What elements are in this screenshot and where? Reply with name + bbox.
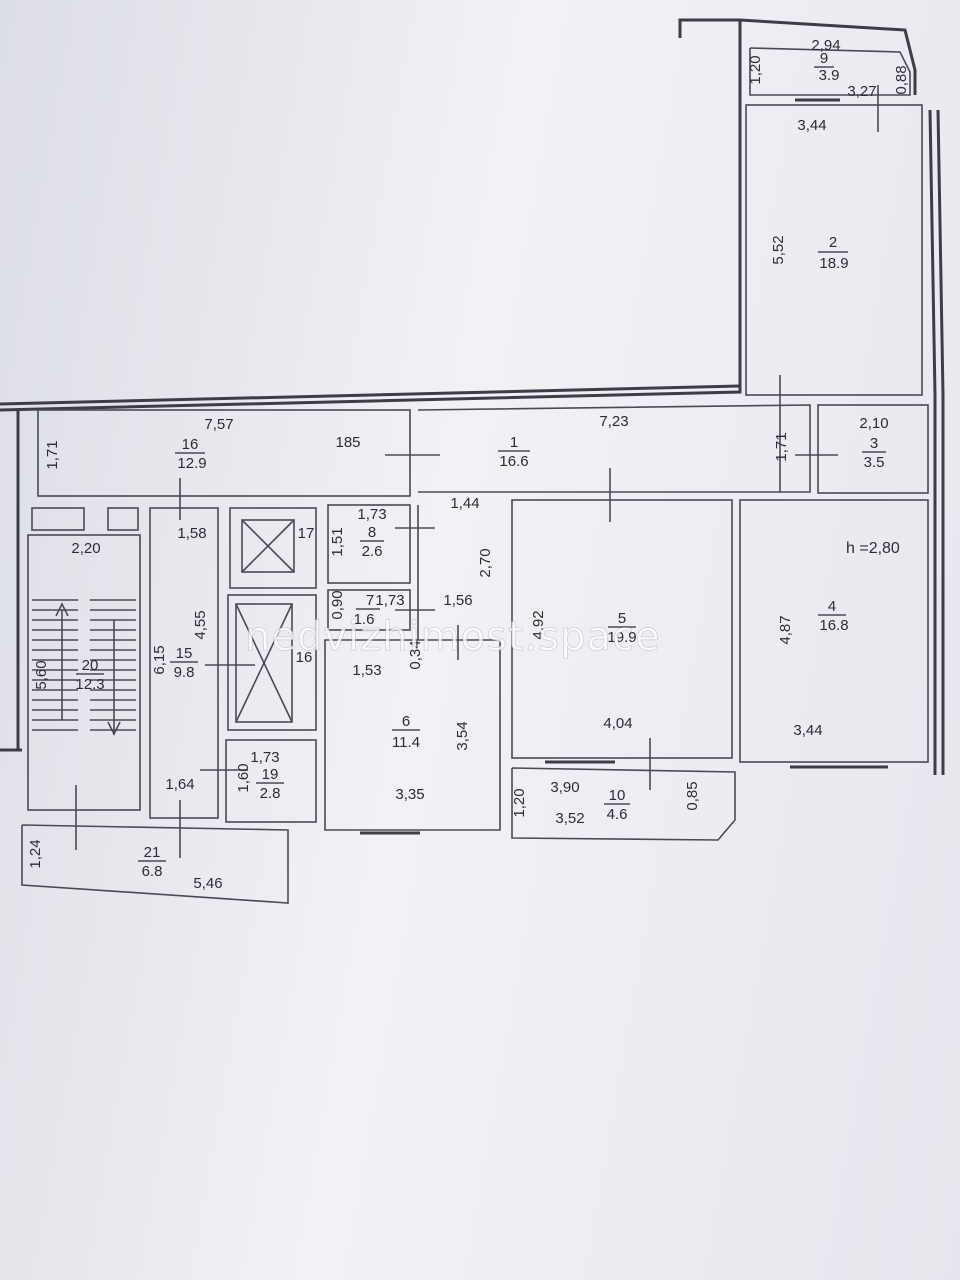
dimension: 3,44	[797, 117, 826, 134]
room-21-balcony	[21, 824, 289, 904]
room-6	[324, 505, 501, 831]
dimension: 1,56	[443, 592, 472, 609]
dimension: 1,71	[773, 432, 790, 461]
dimension: 0,85	[684, 781, 701, 810]
dimension: 6,15	[151, 645, 168, 674]
dimension: 3,44	[793, 722, 822, 739]
room-20-staircase	[27, 507, 141, 811]
room-4	[739, 499, 929, 763]
dimension: 1,58	[177, 525, 206, 542]
room-number: 17	[298, 525, 315, 542]
dimension: 4,04	[603, 715, 632, 732]
dimension: 1,60	[235, 763, 252, 792]
dimension: 7,23	[599, 413, 628, 430]
dimension: 1,53	[352, 662, 381, 679]
room-area: 4.6	[607, 806, 628, 823]
room-area: 2.6	[362, 543, 383, 560]
dimension: 3,27	[847, 83, 876, 100]
watermark: nedvizhimost.space	[245, 614, 661, 660]
room-number: 16	[296, 649, 313, 666]
dimension: 1,51	[329, 527, 346, 556]
room-10-balcony	[511, 767, 736, 841]
room-number: 1	[510, 434, 518, 451]
room-area: 18.9	[819, 255, 848, 272]
room-area: 1.6	[354, 611, 375, 628]
room-number: 10	[609, 787, 626, 804]
room-16-elevator	[227, 594, 317, 731]
dimension: 1,64	[165, 776, 194, 793]
dimension: 5,60	[33, 660, 50, 689]
dimension: 2,94	[811, 37, 840, 54]
room-number: 5	[618, 610, 626, 627]
dimension: 2,10	[859, 415, 888, 432]
room-area: 16.6	[499, 453, 528, 470]
dimension: 2,70	[477, 548, 494, 577]
dimension: 1,20	[747, 55, 764, 84]
dimension: 3,52	[555, 810, 584, 827]
dimension: 5,46	[193, 875, 222, 892]
dimension: 3,90	[550, 779, 579, 796]
room-area: 12.3	[75, 676, 104, 693]
room-19	[225, 739, 317, 823]
dimension: 1,44	[450, 495, 479, 512]
room-number: 20	[82, 657, 99, 674]
room-number: 15	[176, 645, 193, 662]
room-2	[745, 104, 923, 396]
dimension: 1,73	[357, 506, 386, 523]
room-area: 2.8	[260, 785, 281, 802]
room-number: 6	[402, 713, 410, 730]
room-number: 8	[368, 524, 376, 541]
room-area: 16.8	[819, 617, 848, 634]
room-number: 21	[144, 844, 161, 861]
room-number: 9	[820, 50, 828, 67]
room-16	[37, 409, 411, 497]
dimension: 5,52	[770, 235, 787, 264]
dimension: 7,57	[204, 416, 233, 433]
room-8	[327, 504, 411, 584]
room-1	[417, 404, 811, 493]
dimension-labels: 2,94 1,20 3,27 0,88 3,44 5,52 7,57 185 1…	[27, 37, 910, 892]
dimension: 0,90	[329, 590, 346, 619]
dimension: 1,20	[511, 788, 528, 817]
outer-walls	[0, 18, 945, 775]
room-number: 16	[182, 436, 199, 453]
dimension: 0,88	[893, 65, 910, 94]
room-area: 19.9	[607, 629, 636, 646]
dimension: 1,24	[27, 839, 44, 868]
room-area: 6.8	[142, 863, 163, 880]
room-labels: 9 3.9 2 18.9 16 12.9 1 16.6 3 3.5 8 2.6 …	[75, 50, 900, 880]
room-area: 3.5	[864, 454, 885, 471]
dimension: 1,71	[44, 440, 61, 469]
room-area: 3.9	[819, 67, 840, 84]
dimension: 185	[335, 434, 360, 451]
partition-ticks	[75, 85, 879, 858]
dimension: 4,55	[192, 610, 209, 639]
room-17-elevator	[229, 507, 317, 589]
room-15	[149, 507, 219, 819]
dimension: 4,92	[530, 610, 547, 639]
dimension: 3,35	[395, 786, 424, 803]
dimension: 0,34	[407, 640, 424, 669]
room-area: 12.9	[177, 455, 206, 472]
room-number: 3	[870, 435, 878, 452]
room-number: 4	[828, 598, 836, 615]
room-5	[511, 499, 733, 759]
room-9-balcony	[749, 47, 911, 102]
room-3	[817, 404, 929, 494]
ceiling-height: h =2,80	[846, 540, 900, 557]
dimension: 1,73	[250, 749, 279, 766]
room-number: 7	[366, 592, 374, 609]
dimension: 3,54	[454, 721, 471, 750]
room-area: 11.4	[392, 734, 420, 751]
dimension: 2,20	[71, 540, 100, 557]
room-number: 19	[262, 766, 279, 783]
room-number: 2	[829, 234, 837, 251]
dimension: 4,87	[777, 615, 794, 644]
room-area: 9.8	[174, 664, 195, 681]
dimension: 1,73	[375, 592, 404, 609]
